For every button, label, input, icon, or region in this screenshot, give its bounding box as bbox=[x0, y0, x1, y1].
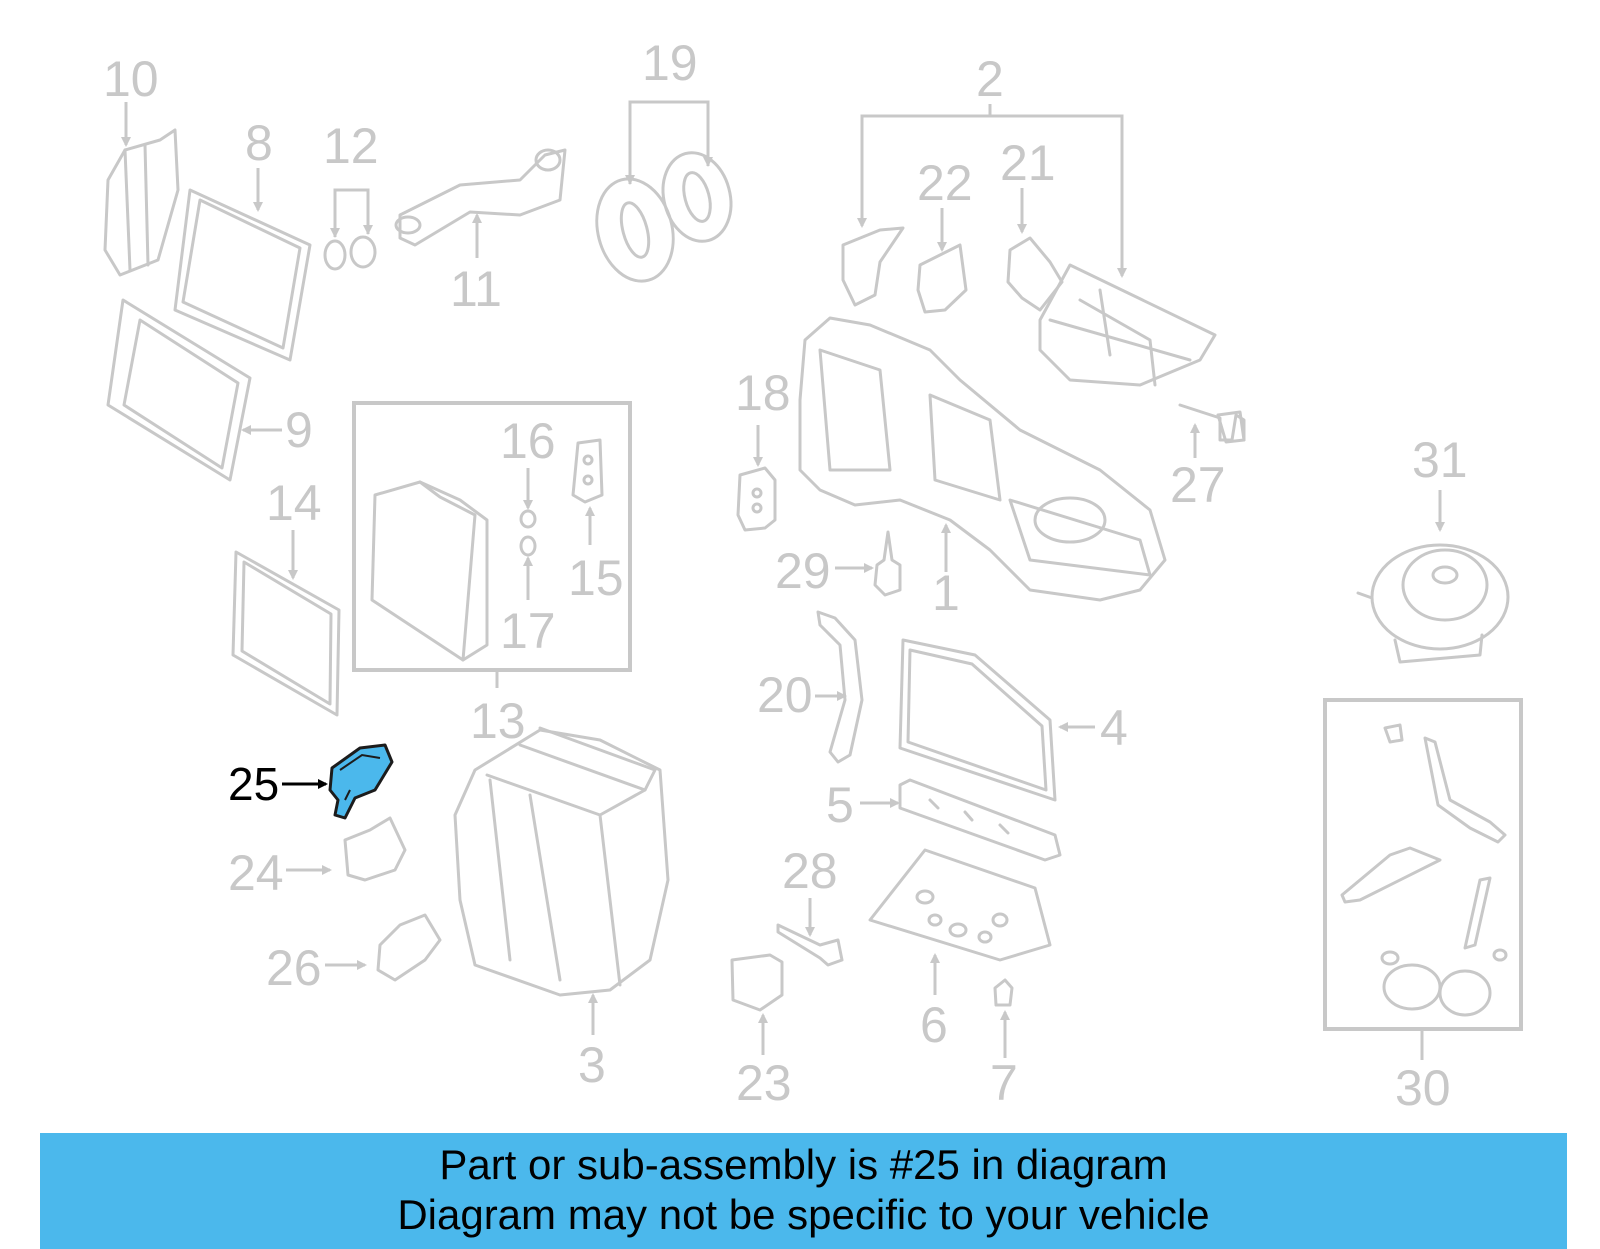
part-9[interactable]: 9 bbox=[106, 298, 313, 482]
callout-7: 7 bbox=[990, 1055, 1018, 1111]
callout-24: 24 bbox=[228, 845, 284, 901]
callout-21: 21 bbox=[1000, 135, 1056, 191]
part-30[interactable]: 30 bbox=[1323, 698, 1523, 1116]
callout-2: 2 bbox=[976, 51, 1004, 107]
part-19[interactable]: 19 bbox=[586, 35, 741, 290]
callout-19: 19 bbox=[642, 35, 698, 91]
callout-4: 4 bbox=[1100, 700, 1128, 756]
part-23[interactable]: 23 bbox=[730, 953, 792, 1111]
callout-5: 5 bbox=[826, 777, 854, 833]
part-28[interactable]: 28 bbox=[776, 843, 844, 967]
callout-14: 14 bbox=[266, 475, 322, 531]
part-8[interactable]: 8 bbox=[173, 115, 312, 362]
banner-line-2: Diagram may not be specific to your vehi… bbox=[397, 1191, 1210, 1238]
callout-20: 20 bbox=[757, 667, 813, 723]
part-4[interactable]: 4 bbox=[898, 638, 1128, 802]
callout-30: 30 bbox=[1395, 1060, 1451, 1116]
callout-16: 16 bbox=[500, 413, 556, 469]
part-13[interactable]: 13 bbox=[352, 401, 632, 749]
callout-25: 25 bbox=[228, 758, 279, 810]
part-10[interactable]: 10 bbox=[103, 51, 180, 277]
part-24[interactable]: 24 bbox=[228, 816, 407, 901]
callout-17: 17 bbox=[500, 603, 556, 659]
part-22[interactable]: 22 bbox=[841, 155, 973, 314]
callout-27: 27 bbox=[1170, 457, 1226, 513]
part-20[interactable]: 20 bbox=[757, 610, 864, 764]
part-29[interactable]: 29 bbox=[775, 530, 902, 599]
part-15[interactable]: 15 bbox=[568, 438, 624, 606]
info-banner: Part or sub-assembly is #25 in diagram D… bbox=[40, 1133, 1567, 1249]
part-1[interactable]: 1 bbox=[798, 316, 1167, 621]
banner-line-1: Part or sub-assembly is #25 in diagram bbox=[439, 1141, 1168, 1188]
part-11[interactable]: 11 bbox=[394, 148, 567, 317]
callout-10: 10 bbox=[103, 51, 159, 107]
callout-22: 22 bbox=[917, 155, 973, 211]
part-7[interactable]: 7 bbox=[990, 978, 1018, 1111]
part-5[interactable]: 5 bbox=[826, 777, 1062, 862]
callout-29: 29 bbox=[775, 543, 831, 599]
part-16[interactable]: 16 bbox=[500, 413, 556, 529]
part-14[interactable]: 14 bbox=[231, 475, 341, 717]
part-18[interactable]: 18 bbox=[735, 365, 791, 532]
part-12[interactable]: 12 bbox=[323, 118, 379, 271]
part-17[interactable]: 17 bbox=[500, 535, 556, 659]
callout-18: 18 bbox=[735, 365, 791, 421]
callout-11: 11 bbox=[450, 261, 502, 317]
callout-9: 9 bbox=[285, 402, 313, 458]
callout-6: 6 bbox=[920, 997, 948, 1053]
part-3[interactable]: 3 bbox=[453, 726, 670, 1093]
callout-1: 1 bbox=[932, 565, 960, 621]
callout-28: 28 bbox=[782, 843, 838, 899]
part-27[interactable]: 27 bbox=[1170, 403, 1246, 513]
callout-3: 3 bbox=[578, 1037, 606, 1093]
part-31[interactable]: 31 bbox=[1356, 432, 1510, 664]
part-21[interactable]: 21 bbox=[1000, 135, 1064, 312]
callout-23: 23 bbox=[736, 1055, 792, 1111]
part-26[interactable]: 26 bbox=[266, 913, 442, 996]
part-6[interactable]: 6 bbox=[868, 848, 1052, 1053]
callout-31: 31 bbox=[1412, 432, 1468, 488]
callout-26: 26 bbox=[266, 940, 322, 996]
part-25-highlighted[interactable]: 25 bbox=[228, 743, 394, 820]
callout-8: 8 bbox=[245, 115, 273, 171]
callout-12: 12 bbox=[323, 118, 379, 174]
callout-15: 15 bbox=[568, 550, 624, 606]
callout-13: 13 bbox=[470, 693, 526, 749]
part-2[interactable]: 2 bbox=[857, 51, 1217, 387]
